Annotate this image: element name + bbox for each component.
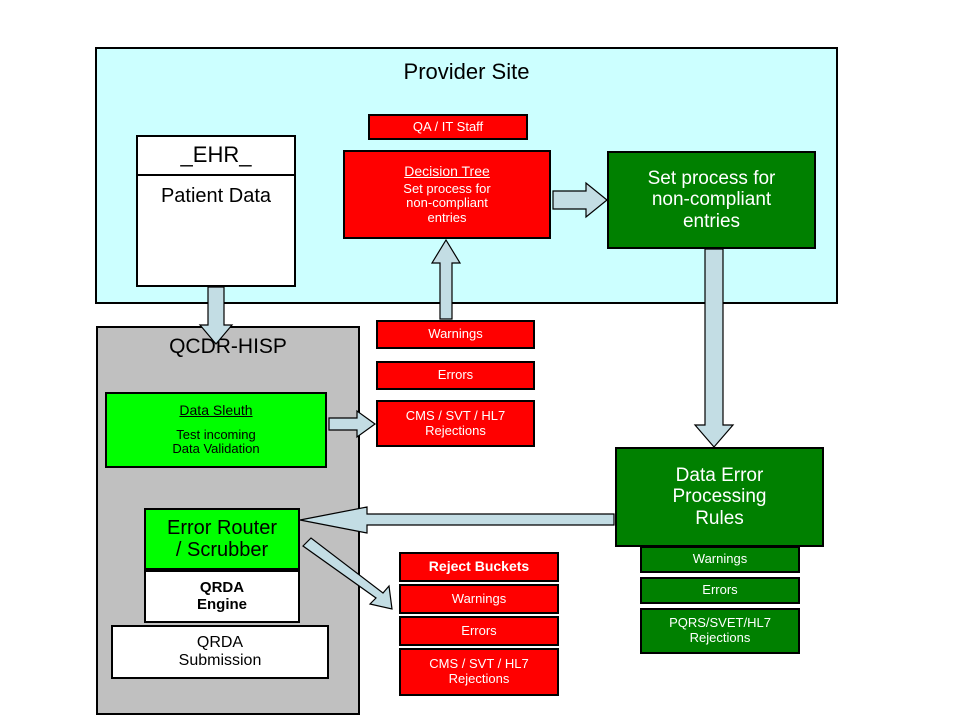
middle-warnings-box: Warnings — [376, 320, 535, 349]
qrda-engine-line-2: Engine — [196, 595, 247, 613]
reject-buckets-errors-label: Errors — [461, 622, 497, 638]
reject-buckets-header-label: Reject Buckets — [428, 558, 530, 575]
middle-warnings-label: Warnings — [428, 326, 483, 342]
middle-errors-label: Errors — [437, 367, 474, 383]
reject-buckets-errors-box: Errors — [399, 616, 559, 646]
decision-tree-title: Decision Tree — [404, 162, 490, 179]
data-error-rules-line-2: Processing — [672, 486, 767, 508]
decision-tree-line-2: non-compliant — [406, 195, 488, 211]
error-router-line-2: / Scrubber — [175, 539, 269, 561]
qrda-engine-box: QRDA Engine — [144, 570, 300, 623]
reject-buckets-rejections-line-2: Rejections — [448, 671, 510, 686]
data-error-rules-line-1: Data Error — [675, 465, 764, 487]
decision-tree-line-1: Set process for — [403, 180, 491, 196]
data-error-rules-errors-label: Errors — [702, 582, 738, 598]
middle-rejections-line-2: Rejections — [425, 422, 486, 438]
ehr-box: _EHR_ Patient Data — [136, 135, 296, 287]
reject-buckets-warnings-box: Warnings — [399, 584, 559, 614]
qcdr-hisp-title: QCDR-HISP — [169, 335, 287, 358]
data-error-rules-line-3: Rules — [695, 507, 744, 529]
decision-tree-line-3: entries — [427, 209, 467, 225]
data-sleuth-title: Data Sleuth — [179, 402, 253, 419]
set-process-line-3: entries — [682, 210, 741, 232]
reject-buckets-header: Reject Buckets — [399, 552, 559, 582]
data-sleuth-line-2: Data Validation — [172, 441, 260, 457]
data-error-rules-errors-box: Errors — [640, 577, 800, 604]
data-error-rules-rejections-line-1: PQRS/SVET/HL7 — [669, 615, 771, 631]
ehr-subtitle: Patient Data — [160, 185, 272, 207]
data-error-rules-warnings-box: Warnings — [640, 546, 800, 573]
qrda-engine-line-1: QRDA — [199, 578, 245, 596]
reject-buckets-warnings-label: Warnings — [451, 590, 507, 606]
qrda-submission-line-1: QRDA — [196, 634, 244, 652]
reject-buckets-rejections-line-1: CMS / SVT / HL7 — [429, 656, 529, 672]
middle-rejections-box: CMS / SVT / HL7 Rejections — [376, 400, 535, 447]
qa-it-staff-box: QA / IT Staff — [368, 114, 528, 140]
middle-rejections-line-1: CMS / SVT / HL7 — [405, 407, 506, 423]
data-error-rules-rejections-box: PQRS/SVET/HL7 Rejections — [640, 608, 800, 654]
error-router-box: Error Router / Scrubber — [144, 508, 300, 570]
data-error-rules-warnings-label: Warnings — [692, 551, 748, 567]
qrda-submission-line-2: Submission — [178, 652, 262, 669]
data-sleuth-box: Data Sleuth Test incoming Data Validatio… — [105, 392, 327, 468]
data-error-processing-rules-box: Data Error Processing Rules — [615, 447, 824, 547]
set-process-line-1: Set process for — [647, 168, 776, 190]
decision-tree-box: Decision Tree Set process for non-compli… — [343, 150, 551, 239]
ehr-title: _EHR_ — [138, 137, 294, 176]
error-router-line-1: Error Router — [166, 516, 278, 539]
qa-it-staff-label: QA / IT Staff — [412, 118, 484, 134]
provider-site-title: Provider Site — [403, 59, 530, 84]
set-process-box: Set process for non-compliant entries — [607, 151, 816, 249]
data-sleuth-line-1: Test incoming — [176, 426, 256, 442]
data-error-rules-rejections-line-2: Rejections — [689, 630, 751, 645]
qrda-submission-box: QRDA Submission — [111, 625, 329, 679]
reject-buckets-rejections-box: CMS / SVT / HL7 Rejections — [399, 648, 559, 696]
middle-errors-box: Errors — [376, 361, 535, 390]
set-process-line-2: non-compliant — [651, 189, 772, 211]
